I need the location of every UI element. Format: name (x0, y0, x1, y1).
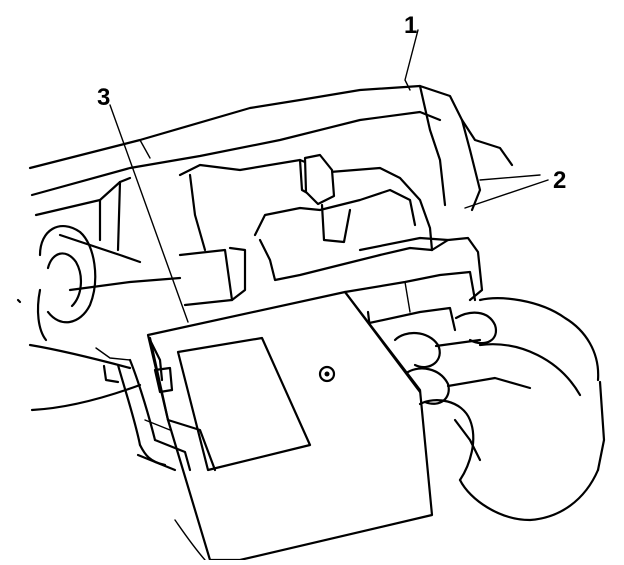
left-duct-assembly (16, 180, 182, 412)
leader-line-2 (464, 179, 549, 209)
leader-line-1 (404, 29, 419, 91)
callout-leaders (109, 29, 549, 323)
module-tray (343, 236, 484, 347)
technician-hands (393, 297, 606, 522)
callout-label-1: 1 (404, 12, 417, 39)
instrument-panel-frame (28, 84, 541, 217)
leader-line-3 (109, 104, 189, 323)
callout-label-3: 3 (97, 84, 110, 111)
wiring-harness (116, 358, 206, 561)
electronic-module (146, 290, 434, 562)
connector-bracket (178, 153, 434, 307)
callout-label-2: 2 (553, 167, 566, 194)
